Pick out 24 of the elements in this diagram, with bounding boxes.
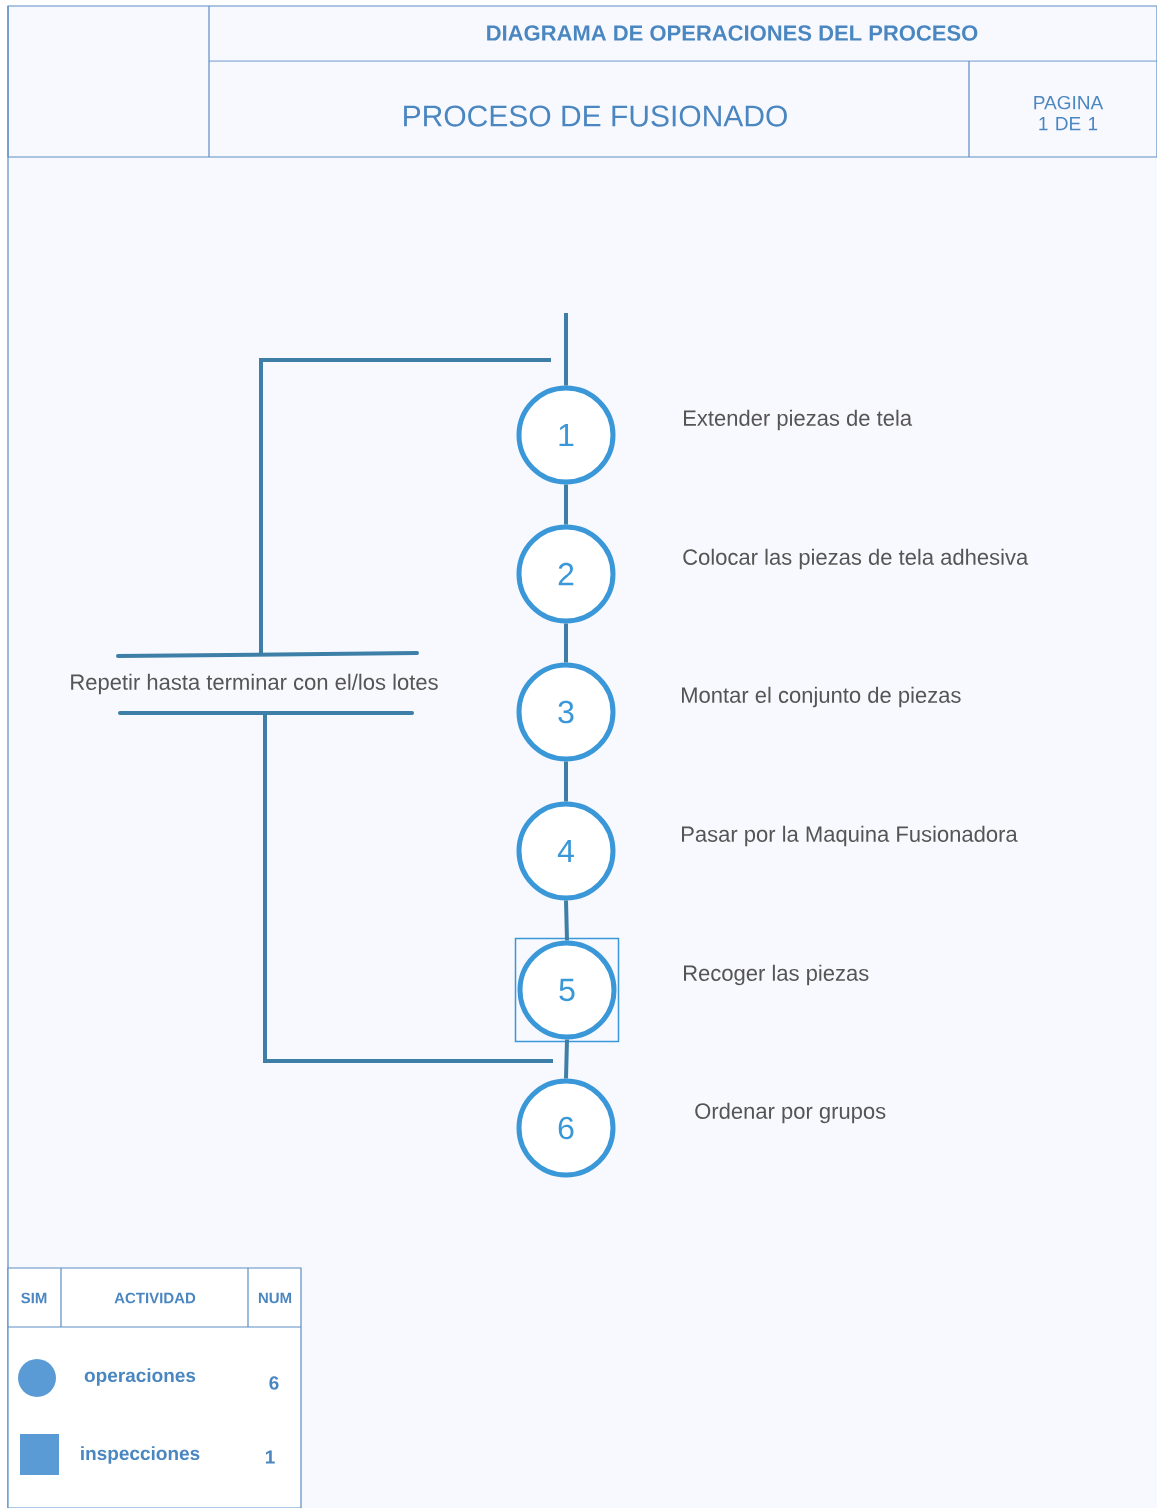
page-number: PAGINA 1 DE 1 [1034, 95, 1104, 131]
connector-line [259, 358, 551, 655]
step-description: Colocar las piezas de tela adhesiva [683, 548, 1029, 570]
step-description: Extender piezas de tela [684, 409, 913, 431]
step-description: Montar el conjunto de piezas [682, 686, 961, 708]
connector-line [564, 484, 568, 525]
connector-line [263, 713, 553, 1063]
step-description: Recoger las piezas [684, 964, 869, 986]
connector-line [564, 900, 569, 941]
subtitle: PROCESO DE FUSIONADO [404, 105, 787, 127]
activity-count: 6 [269, 1376, 279, 1390]
title: DIAGRAMA DE OPERACIONES DEL PROCESO [487, 25, 978, 41]
column-header: SIM [21, 1292, 47, 1304]
connector-line [564, 623, 568, 663]
connector-line [564, 761, 568, 802]
connector-line [564, 1039, 569, 1079]
activity-name: inspecciones [81, 1446, 200, 1464]
connector-line [564, 313, 568, 386]
activity-count: 1 [265, 1450, 275, 1464]
step-description: Ordenar por grupos [695, 1102, 886, 1124]
activity-name: operaciones [84, 1368, 196, 1386]
column-header: ACTIVIDAD [114, 1292, 196, 1304]
step-description: Pasar por la Maquina Fusionadora [682, 825, 1018, 847]
column-header: NUM [258, 1292, 292, 1304]
